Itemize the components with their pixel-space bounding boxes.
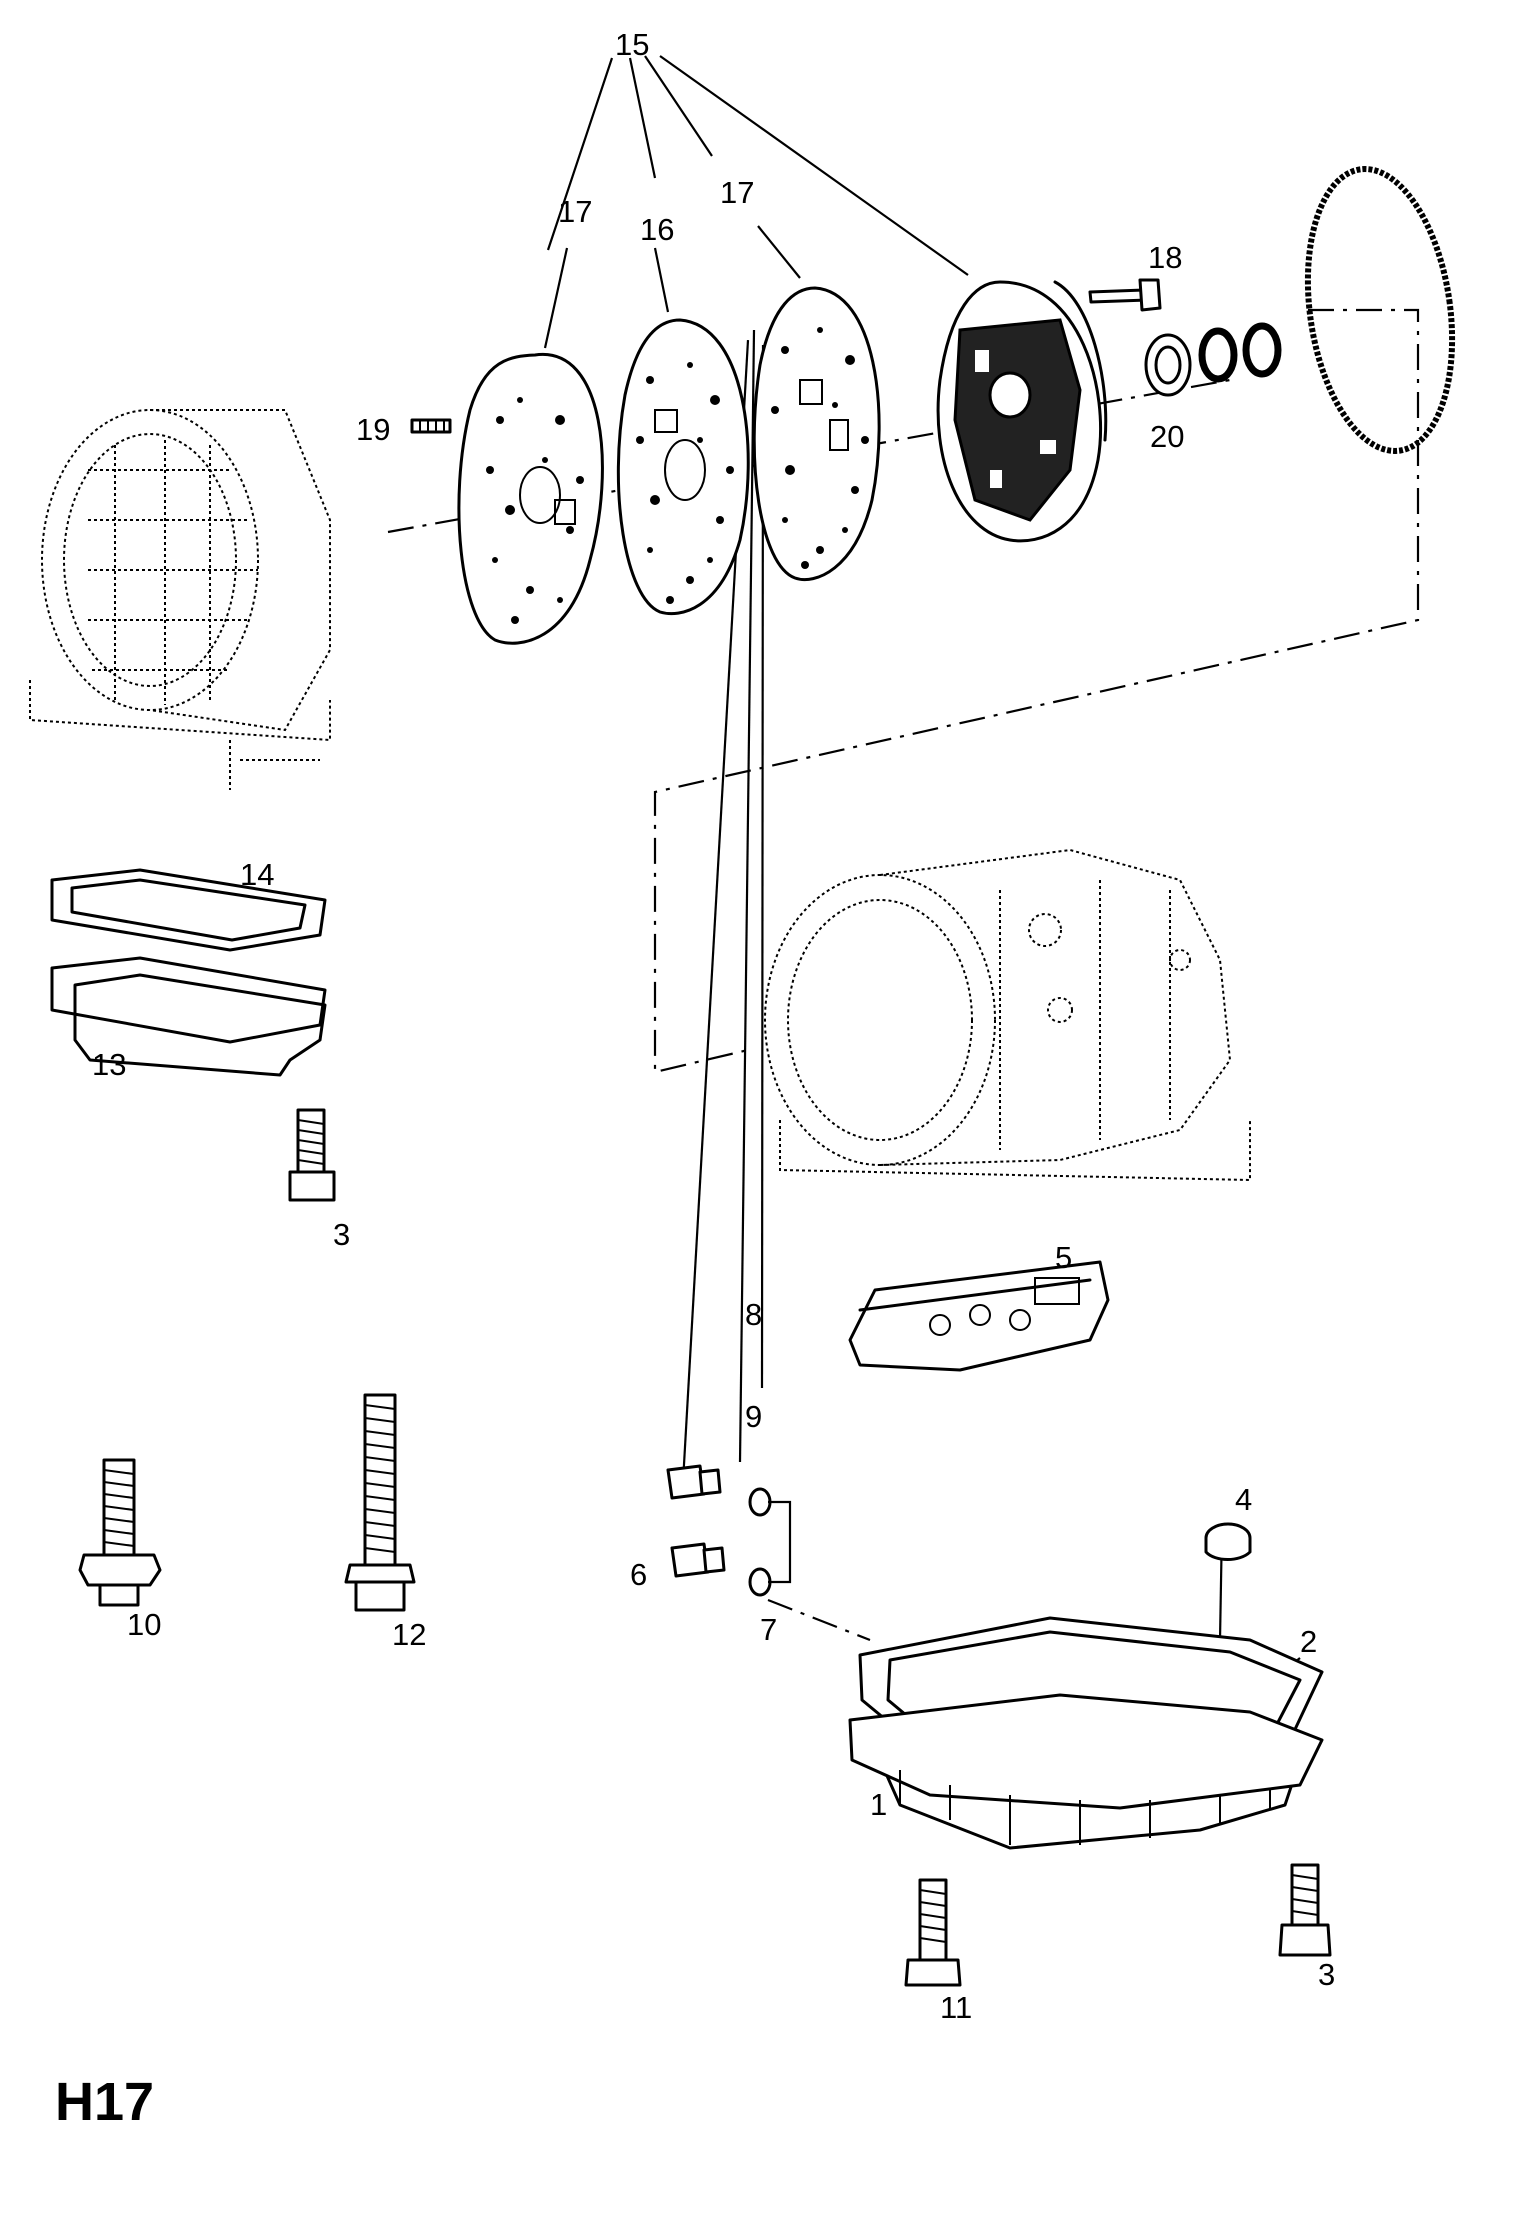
callout-20: 20 [1150, 419, 1184, 454]
callout-14: 14 [240, 857, 274, 892]
drain-plug-6 [670, 1542, 726, 1578]
transmission-assembly [764, 848, 1251, 1182]
callout-11: 11 [940, 1990, 972, 2025]
o-ring-2 [1242, 322, 1282, 378]
o-ring-1 [1198, 327, 1238, 383]
valve-plate-16 [616, 318, 750, 616]
callout-4: 4 [1235, 1482, 1252, 1517]
gasket-14 [50, 868, 327, 952]
callout-15: 15 [615, 27, 649, 62]
callout-17-left: 17 [558, 194, 592, 229]
screw-19 [410, 418, 452, 434]
washer-7 [748, 1567, 772, 1597]
filter-pan-13 [50, 956, 327, 1077]
washer-bracket [768, 1500, 792, 1584]
callout-10: 10 [127, 1607, 161, 1642]
oil-pan-1 [848, 1693, 1324, 1850]
valve-plate-17-left [457, 353, 604, 645]
valve-plate-17-right [752, 286, 881, 582]
bolt-10 [78, 1458, 162, 1607]
callout-7: 7 [760, 1612, 777, 1647]
callout-1: 1 [870, 1787, 887, 1822]
callout-2: 2 [1300, 1624, 1317, 1659]
washer-9 [748, 1487, 772, 1517]
seal-20 [1144, 333, 1192, 397]
filter-5 [848, 1260, 1110, 1372]
callout-5: 5 [1055, 1240, 1072, 1275]
callout-12: 12 [392, 1617, 426, 1652]
bolt-12 [344, 1393, 416, 1612]
callout-13: 13 [92, 1047, 126, 1082]
bolt-3-upper [288, 1108, 336, 1202]
leader-lines [543, 55, 1301, 1671]
callout-6: 6 [630, 1557, 647, 1592]
bell-housing-left [29, 409, 331, 790]
bolt-11 [904, 1878, 962, 1987]
bolt-3-lower [1278, 1863, 1332, 1957]
callout-17-right: 17 [720, 175, 754, 210]
callout-3-upper: 3 [333, 1217, 350, 1252]
bolt-18 [1088, 278, 1162, 312]
callout-3-lower: 3 [1318, 1957, 1335, 1992]
large-seal-ring [1304, 166, 1456, 454]
page-code: H17 [55, 2072, 154, 2132]
callout-labels: 15 17 16 17 18 19 20 14 13 3 5 8 9 4 6 7… [92, 27, 1335, 2025]
plug-4 [1204, 1522, 1252, 1561]
callout-8: 8 [745, 1297, 762, 1332]
drain-plug-8 [666, 1464, 722, 1500]
callout-18: 18 [1148, 240, 1182, 275]
callout-9: 9 [745, 1399, 762, 1434]
assembly-centerlines [387, 308, 1420, 1642]
callout-19: 19 [356, 412, 390, 447]
oil-pump-assembly [936, 280, 1108, 543]
callout-16: 16 [640, 212, 674, 247]
